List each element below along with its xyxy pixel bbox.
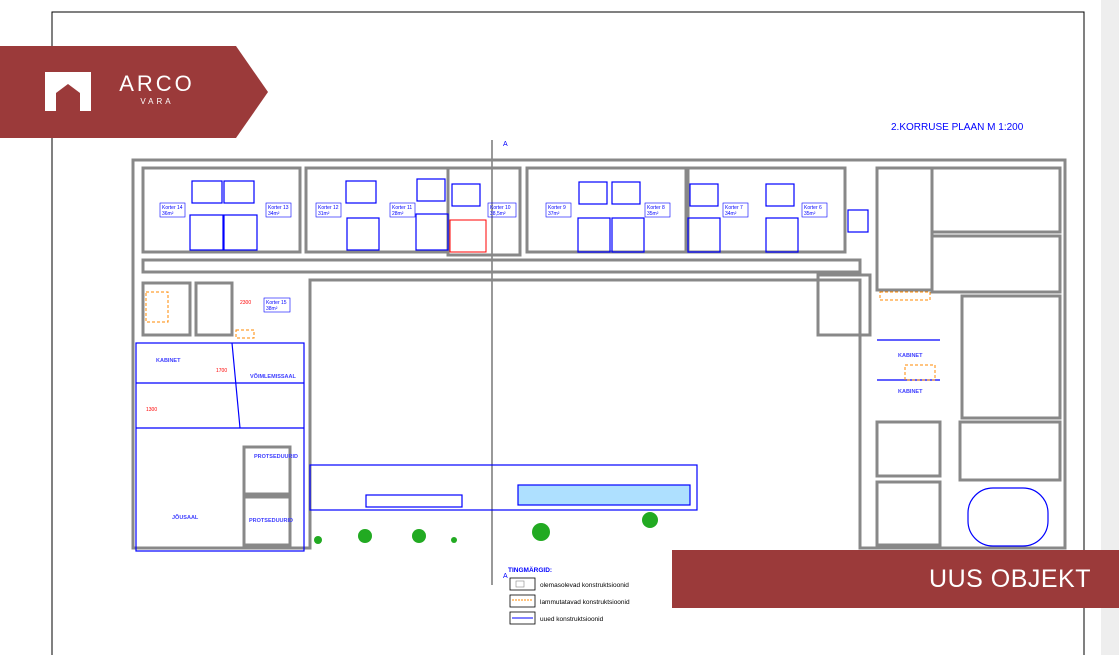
room-label-kabinet: KABINET [156, 358, 181, 364]
svg-text:Korter 15: Korter 15 [266, 300, 287, 306]
svg-text:31m²: 31m² [318, 211, 330, 217]
legend: TINGMÄRGID: olemasolevad konstruktsiooni… [508, 566, 630, 625]
brand-name: ARCO [119, 71, 195, 96]
legend-item-demolished: lammutatavad konstruktsioonid [540, 599, 630, 606]
room-label-jousaal: JÕUSAAL [172, 514, 199, 521]
legend-item-new: uued konstruktsioonid [540, 616, 604, 623]
scrollbar-area [1101, 0, 1119, 655]
svg-text:35m²: 35m² [647, 211, 659, 217]
dimension-labels: 2300 1700 1300 [146, 300, 251, 413]
svg-text:37m²: 37m² [548, 211, 560, 217]
room-label-voimlemissaal: VÕIMLEMISSAAL [250, 373, 296, 380]
room-label-protseduurid-1: PROTSEDUURID [254, 454, 298, 460]
svg-text:38m²: 38m² [266, 306, 278, 312]
demolished-walls [145, 291, 936, 381]
svg-text:Korter 10: Korter 10 [490, 205, 511, 211]
svg-text:Korter 6: Korter 6 [804, 205, 822, 211]
svg-text:1300: 1300 [146, 407, 157, 413]
banner-shape [0, 46, 268, 138]
demolished-area [449, 219, 487, 253]
legend-item-existing: olemasolevad konstruktsioonid [540, 582, 629, 589]
apartment-fixtures [189, 178, 869, 253]
svg-text:Korter 13: Korter 13 [268, 205, 289, 211]
plan-title: 2.KORRUSE PLAAN M 1:200 [891, 122, 1024, 133]
svg-text:2300: 2300 [240, 300, 251, 306]
brand-banner: ARCO VARA [0, 46, 268, 138]
section-marker-top: A [503, 141, 508, 148]
svg-text:34m²: 34m² [725, 211, 737, 217]
plants [314, 512, 658, 544]
svg-text:36m²: 36m² [162, 211, 174, 217]
room-label-kabinet-2: KABINET [898, 353, 923, 359]
svg-text:35m²: 35m² [804, 211, 816, 217]
brand-sub: VARA [140, 97, 174, 106]
legend-title: TINGMÄRGID: [508, 566, 552, 574]
new-listing-badge: UUS OBJEKT [672, 550, 1119, 608]
room-label-protseduurid-2: PROTSEDUURID [249, 518, 293, 524]
sheet-border [51, 11, 1085, 655]
svg-text:Korter 11: Korter 11 [392, 205, 412, 211]
svg-text:Korter 12: Korter 12 [318, 205, 339, 211]
svg-text:28m²: 28m² [392, 211, 404, 217]
new-walls [135, 339, 1049, 552]
svg-text:1700: 1700 [216, 368, 227, 374]
svg-text:34m²: 34m² [268, 211, 280, 217]
svg-text:Korter 9: Korter 9 [548, 205, 566, 211]
svg-text:38,5m²: 38,5m² [490, 211, 506, 217]
svg-text:Korter 14: Korter 14 [162, 205, 183, 211]
svg-text:Korter 7: Korter 7 [725, 205, 743, 211]
room-labels: KABINET VÕIMLEMISSAAL PROTSEDUURID PROTS… [156, 353, 923, 524]
svg-text:Korter 8: Korter 8 [647, 205, 665, 211]
house-logo-icon [45, 72, 91, 111]
room-label-kabinet-3: KABINET [898, 389, 923, 395]
existing-walls [131, 158, 1067, 550]
section-marker-bottom: A [503, 573, 508, 580]
